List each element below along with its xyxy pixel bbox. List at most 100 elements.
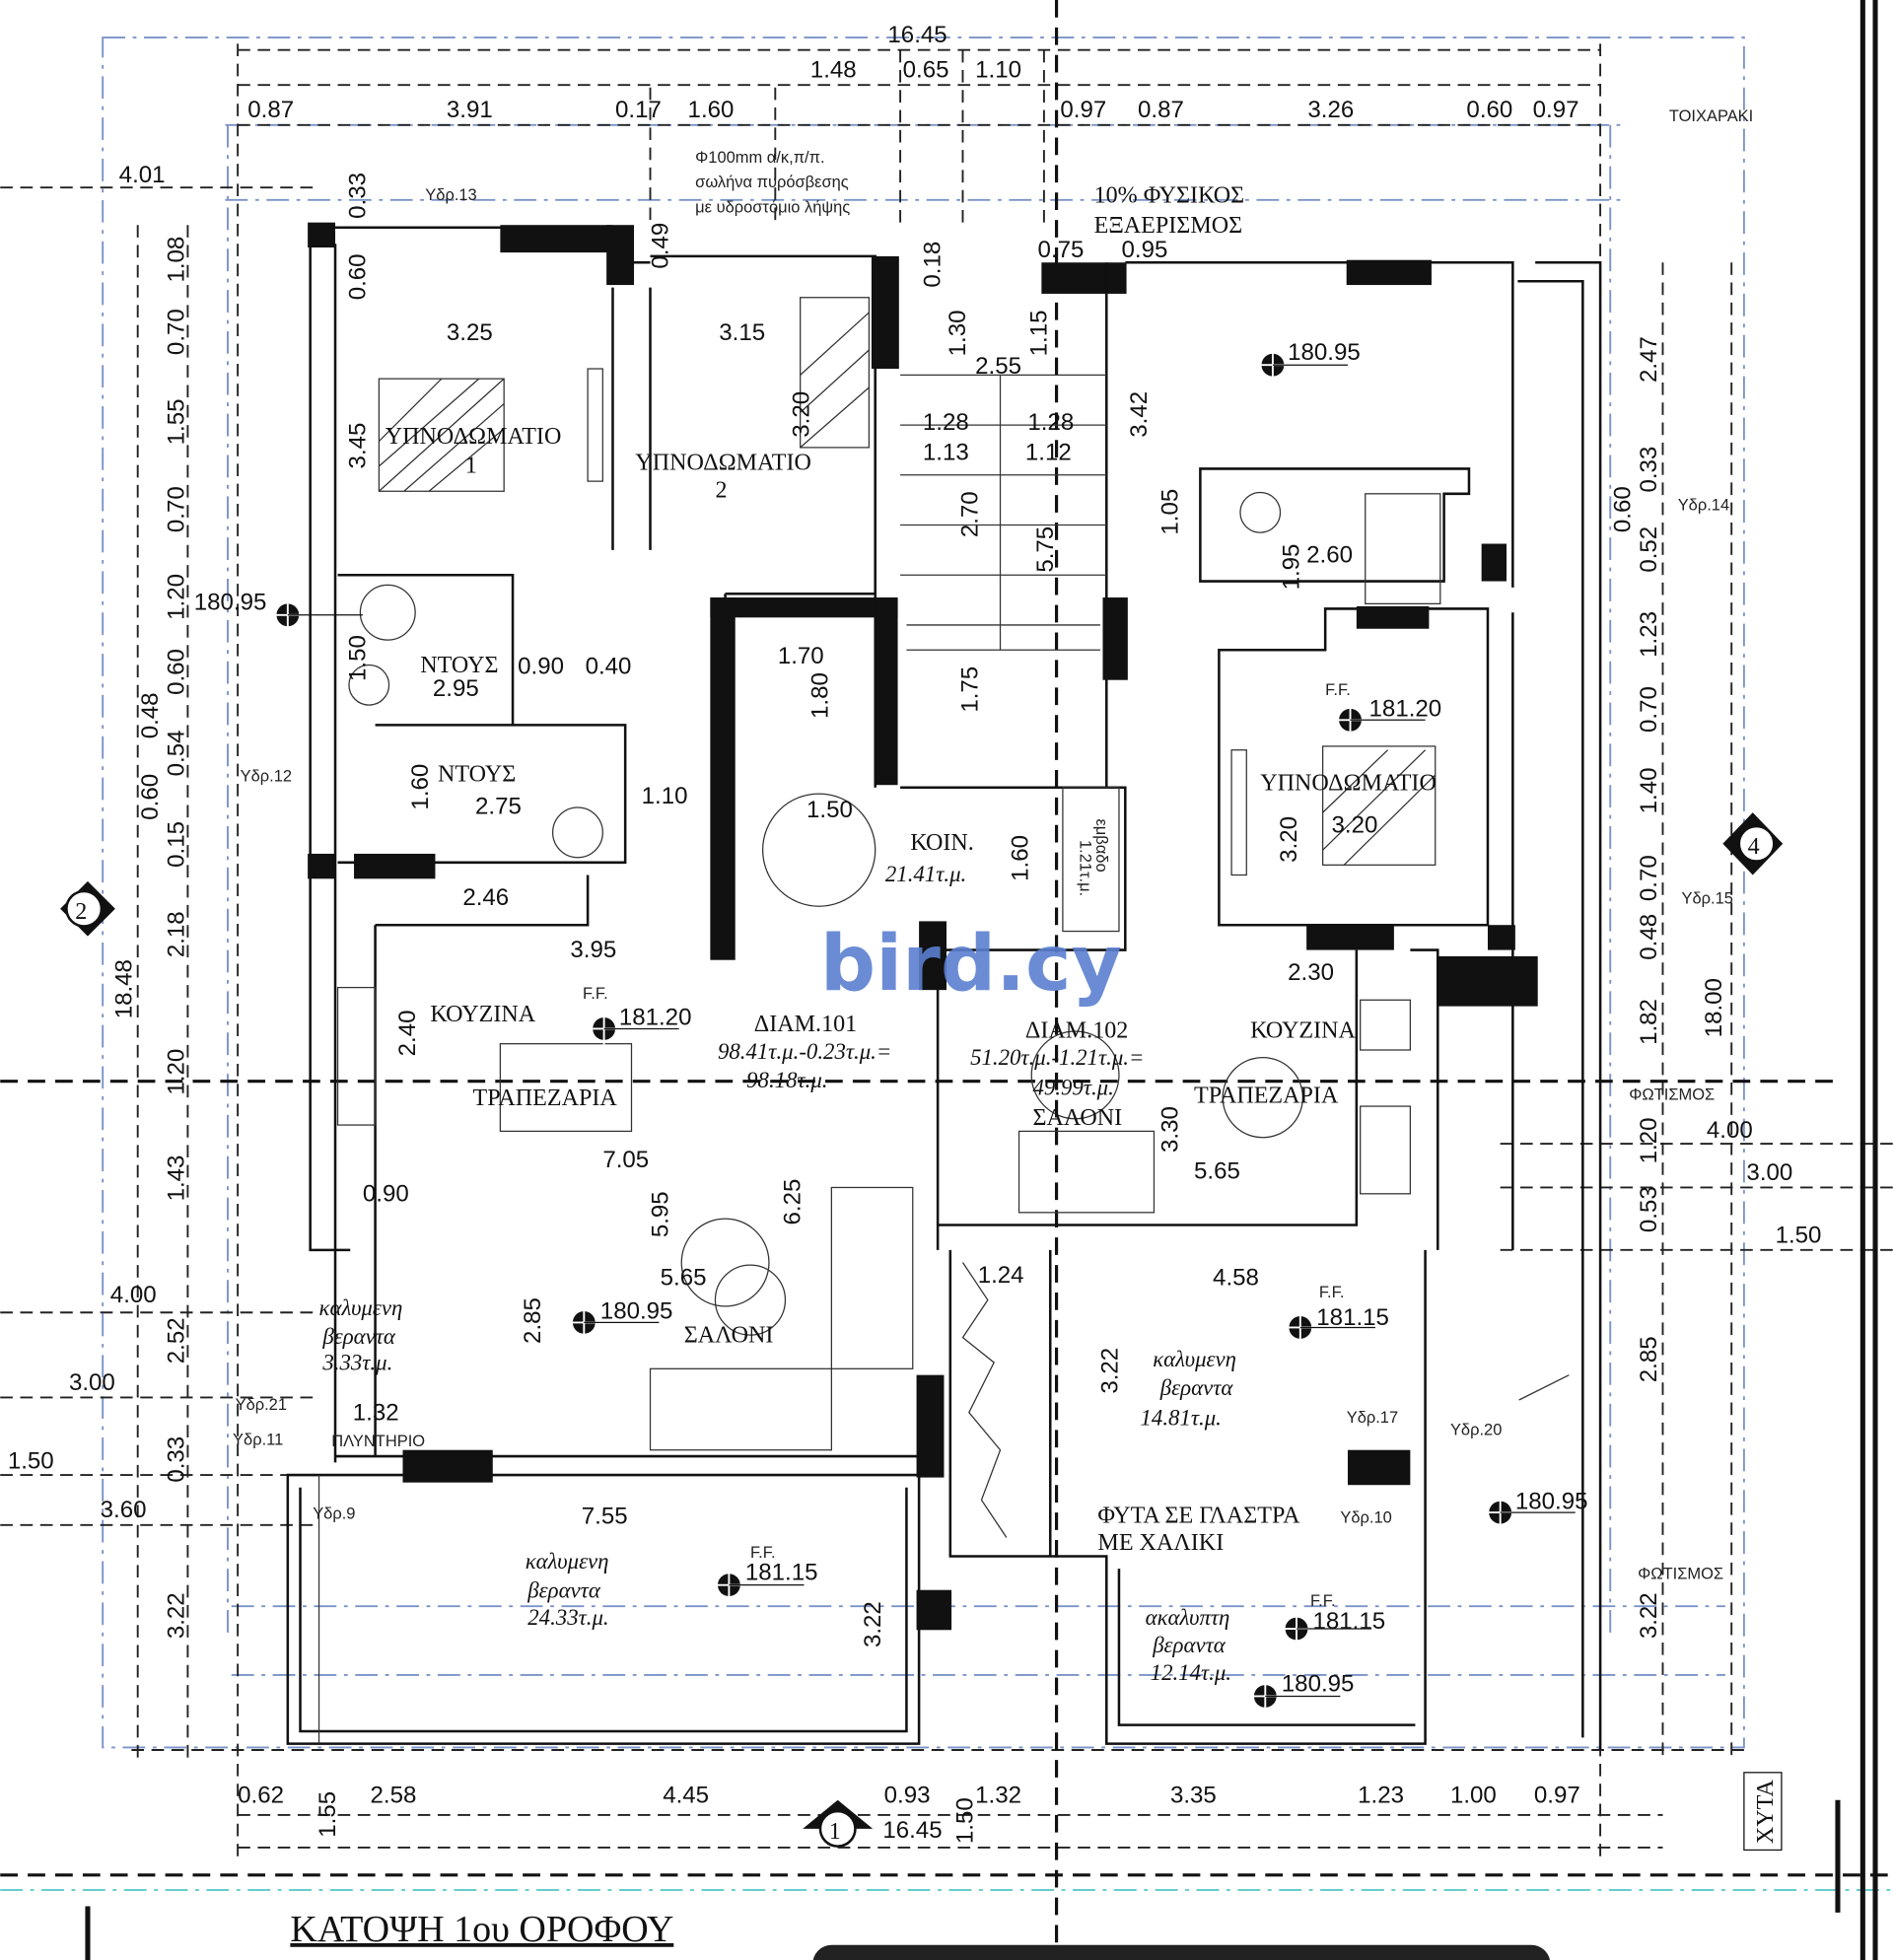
- hydrant-label: Υδρ.9: [313, 1505, 355, 1522]
- dimension-label: 2.85: [1636, 1336, 1662, 1382]
- dimension-label: 1.08: [164, 237, 190, 283]
- dimension-label: 1.20: [164, 1049, 190, 1095]
- ff-label: F.F.: [1319, 1284, 1345, 1301]
- dimension-label: 3.45: [344, 423, 371, 469]
- room-label-shower-2: ΝΤΟΥΣ: [438, 761, 516, 787]
- veranda-3-label: 14.81τ.μ.: [1141, 1405, 1222, 1430]
- room-label-bedroom-2: ΥΠΝΟΔΩΜΑΤΙΟ: [635, 451, 811, 476]
- dimension-label: 1.23: [1636, 611, 1662, 658]
- dimension-label: 2.46: [462, 884, 509, 911]
- veranda-2-label: 24.33τ.μ.: [527, 1605, 608, 1630]
- dimension-label: 2.70: [957, 491, 984, 537]
- dimension-label: 0.60: [1466, 97, 1512, 123]
- dimension-label: 0.93: [884, 1782, 931, 1808]
- apartment-101-calc: 98.41τ.μ.-0.23τ.μ.=: [718, 1039, 891, 1064]
- veranda-2-label: βεραντα: [526, 1577, 601, 1602]
- hydrant-label: Υδρ.21: [236, 1396, 287, 1414]
- dimension-label: 5.65: [1194, 1158, 1240, 1185]
- dimension-label: 0.48: [1636, 914, 1662, 960]
- dimension-label: 1.80: [807, 672, 834, 719]
- dimension-label: 1.10: [975, 57, 1021, 84]
- dimension-label: 0.48: [137, 692, 164, 738]
- dimension-label: 3.22: [164, 1592, 190, 1639]
- dimension-label: 3.26: [1307, 97, 1354, 123]
- dimension-label: 0.33: [1636, 447, 1662, 493]
- note-low-wall: ΤΟΙΧΑΡΑΚΙ: [1669, 107, 1753, 125]
- dimension-label: 2.75: [475, 793, 522, 819]
- ff-label: F.F.: [750, 1544, 776, 1562]
- dimension-label: 1.70: [778, 643, 824, 669]
- room-label-shower-1: ΝΤΟΥΣ: [420, 653, 498, 678]
- dimension-label: 3.25: [447, 319, 493, 346]
- dimension-label: 1.10: [642, 783, 688, 809]
- dimension-label: 7.05: [602, 1147, 649, 1173]
- dimension-label: 1.48: [810, 57, 857, 84]
- dimension-label: 0.49: [647, 223, 673, 269]
- dimension-label: 3.20: [789, 391, 815, 438]
- dimension-label: 2.60: [1306, 542, 1353, 569]
- level-label: 180.95: [1515, 1488, 1588, 1514]
- dimension-label: 1.28: [1027, 409, 1074, 436]
- hydrant-label: Υδρ.12: [241, 767, 292, 785]
- level-label: 181.15: [1312, 1608, 1385, 1635]
- dimension-label: 0.97: [1060, 97, 1106, 123]
- total-depth-right: 18.00: [1701, 978, 1727, 1037]
- dimension-label: 3.00: [69, 1369, 115, 1396]
- dimension-label: 5.75: [1032, 526, 1059, 573]
- hydrant-label: Υδρ.15: [1682, 890, 1733, 908]
- level-marker-icon: [1484, 1496, 1576, 1529]
- note-ventilation: ΕΞΑΕΡΙΣΜΟΣ: [1094, 213, 1243, 239]
- fixtures: [317, 297, 1570, 1744]
- dimension-label: 0.70: [164, 309, 190, 355]
- frame-lines: [85, 0, 1878, 1960]
- note-fire-pipe: Φ100mm α/κ,π/π.: [695, 149, 824, 167]
- dimension-label: 7.55: [582, 1504, 628, 1530]
- dimension-label: 3.22: [860, 1601, 886, 1647]
- apartment-101-name: ΔΙΑΜ.101: [754, 1012, 857, 1037]
- dimension-label: 1.75: [957, 666, 984, 713]
- room-label-bedroom-1: ΥΠΝΟΔΩΜΑΤΙΟ: [386, 424, 562, 450]
- dimension-label: 2.18: [164, 911, 190, 957]
- dimension-label: 1.15: [1025, 310, 1052, 356]
- ff-label: F.F.: [1310, 1592, 1336, 1610]
- veranda-3-label: βεραντα: [1159, 1375, 1234, 1400]
- dimension-label: 4.58: [1213, 1264, 1259, 1291]
- dimension-label: 0.65: [903, 57, 949, 84]
- dimension-label: 1.50: [1776, 1222, 1822, 1248]
- dimension-label: 1.13: [923, 440, 969, 466]
- dimension-label: 0.87: [247, 97, 294, 123]
- veranda-3-label: καλυμενη: [1153, 1347, 1236, 1371]
- total-width-bottom: 16.45: [882, 1817, 942, 1844]
- veranda-2-label: καλυμενη: [526, 1549, 609, 1574]
- dimension-label: 1.28: [923, 409, 969, 436]
- dimension-label: 4.01: [119, 162, 166, 188]
- dimension-label: 0.90: [363, 1180, 409, 1207]
- dimension-label: 5.65: [661, 1264, 707, 1291]
- walls: [286, 222, 1602, 1750]
- dimension-label: 1.60: [407, 764, 434, 810]
- note-fire-pipe: με υδροστόμιο λήψης: [695, 199, 850, 217]
- note-plants: ΜΕ ΧΑΛΙΚΙ: [1097, 1530, 1224, 1556]
- hydrant-label: Υδρ.11: [233, 1432, 283, 1449]
- dimension-label: 0.53: [1636, 1186, 1662, 1232]
- lift-area-value: 1.21τ.μ.: [1077, 840, 1094, 896]
- room-label-common: ΚΟΙΝ.: [910, 830, 974, 856]
- hydrant-label: Υδρ.13: [425, 186, 476, 204]
- veranda-1-label: καλυμενη: [319, 1295, 403, 1320]
- dimension-label: 0.75: [1038, 237, 1085, 263]
- dimension-label: 0.90: [518, 653, 564, 679]
- level-marker-icon: [1284, 1310, 1375, 1344]
- note-ventilation: 10% ΦΥΣΙΚΟΣ: [1094, 182, 1245, 208]
- dimension-label: 0.33: [164, 1436, 190, 1483]
- hydrant-label: Υδρ.20: [1450, 1422, 1502, 1439]
- dimension-label: 0.52: [1636, 526, 1662, 573]
- dimension-label: 1.12: [1025, 440, 1072, 466]
- stamp-box: [1743, 1772, 1783, 1852]
- apartment-102-name: ΔΙΑΜ.102: [1025, 1017, 1128, 1043]
- dimension-label: 0.33: [344, 173, 371, 219]
- room-number: 2: [715, 478, 727, 504]
- apartment-102-total: 49.99τ.μ.: [1032, 1076, 1113, 1100]
- dimension-label: 0.15: [164, 821, 190, 868]
- level-marker-icon: [1334, 703, 1426, 736]
- boundary-lines: [102, 36, 1745, 1749]
